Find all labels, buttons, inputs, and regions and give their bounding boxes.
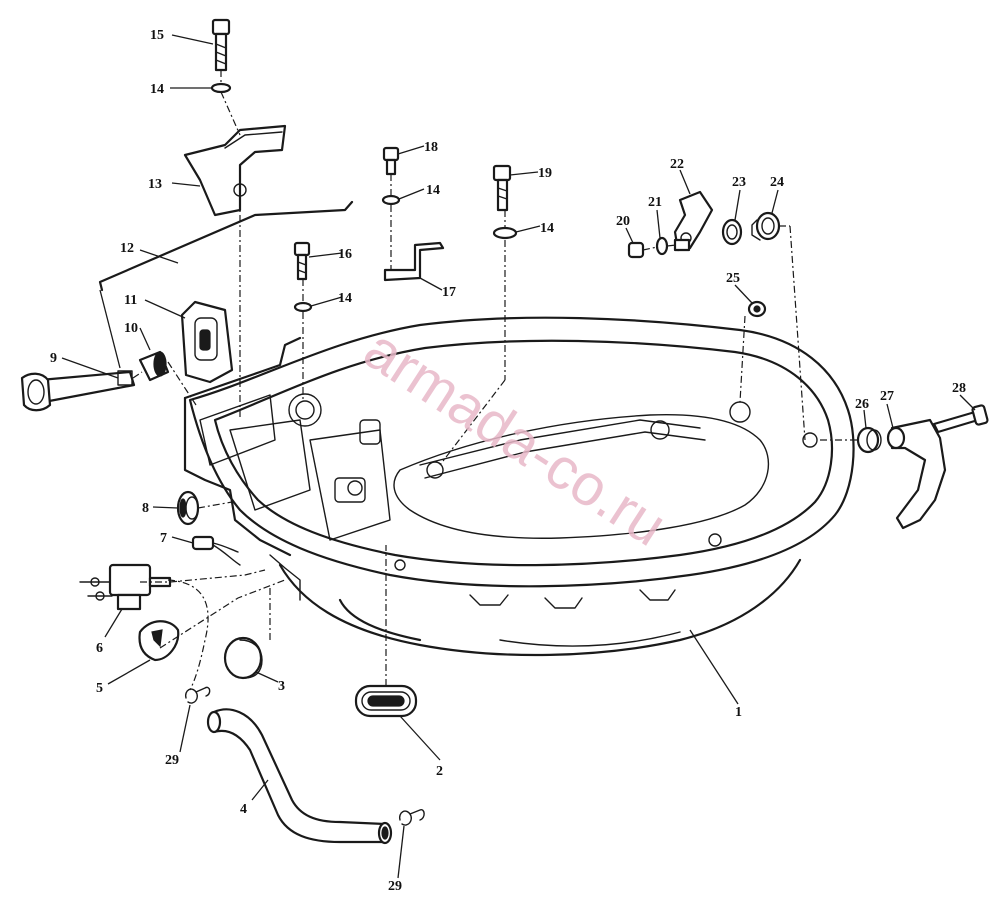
callout-labels: 1 2 3 4 5 6 7 8 9 10 11 12 13 14 14 14 1… xyxy=(50,28,966,894)
washer-part-14-b xyxy=(381,194,401,206)
latch-part-22 xyxy=(673,190,714,252)
bolt-part-15 xyxy=(211,18,231,72)
washer-part-14-d xyxy=(492,226,518,240)
callout-9: 9 xyxy=(50,351,57,366)
callout-5: 5 xyxy=(96,681,103,696)
callout-19: 19 xyxy=(538,166,552,181)
bracket-part-13 xyxy=(183,124,287,217)
nut-part-25 xyxy=(747,300,767,318)
washer-part-14-c xyxy=(293,301,313,313)
assembly-lines xyxy=(132,70,858,691)
callout-4: 4 xyxy=(240,802,247,817)
bolt-part-18 xyxy=(382,146,400,176)
bolt-part-19 xyxy=(492,164,512,212)
callout-23: 23 xyxy=(732,175,746,190)
watermark: armada-co.ru xyxy=(353,316,678,558)
bushing-part-26 xyxy=(856,426,882,454)
nut-part-20 xyxy=(627,241,645,259)
plug-part-3 xyxy=(223,636,263,680)
callout-8: 8 xyxy=(142,501,149,516)
callout-20: 20 xyxy=(616,214,630,229)
sensor-part-7 xyxy=(191,535,241,566)
callout-15: 15 xyxy=(150,28,164,43)
leader-lines xyxy=(61,34,976,879)
callout-22: 22 xyxy=(670,157,684,172)
callout-6: 6 xyxy=(96,641,103,656)
handle-part-9 xyxy=(20,370,136,412)
callout-29-b: 29 xyxy=(388,879,402,894)
callout-1: 1 xyxy=(735,705,742,720)
callout-28: 28 xyxy=(952,381,966,396)
callout-7: 7 xyxy=(160,531,167,546)
callout-24: 24 xyxy=(770,175,784,190)
callout-12: 12 xyxy=(120,241,134,256)
callout-14-c: 14 xyxy=(338,291,352,306)
bolt-part-28 xyxy=(932,404,989,434)
bracket-part-17 xyxy=(383,241,445,282)
callout-25: 25 xyxy=(726,271,740,286)
callout-3: 3 xyxy=(278,679,285,694)
callout-11: 11 xyxy=(124,293,137,308)
lever-part-27 xyxy=(886,418,947,530)
lower-cowling-part-1 xyxy=(183,316,855,657)
callout-13: 13 xyxy=(148,177,162,192)
seal-part-2 xyxy=(354,684,418,718)
callout-10: 10 xyxy=(124,321,138,336)
callout-14-b: 14 xyxy=(426,183,440,198)
clip-part-29-b xyxy=(398,809,425,826)
bracket-part-11 xyxy=(180,300,234,384)
bolt-part-16 xyxy=(293,241,311,281)
washer-part-14-a xyxy=(210,82,232,94)
grommet-part-8 xyxy=(176,490,200,526)
o-ring-part-23 xyxy=(721,218,743,246)
callout-27: 27 xyxy=(880,389,894,404)
bushing-part-24 xyxy=(751,211,781,241)
callout-18: 18 xyxy=(424,140,438,155)
clip-part-29-a xyxy=(184,686,211,704)
callout-16: 16 xyxy=(338,247,352,262)
callout-14-d: 14 xyxy=(540,221,554,236)
callout-29-a: 29 xyxy=(165,753,179,768)
callout-21: 21 xyxy=(648,195,662,210)
hose-part-4 xyxy=(206,708,393,845)
grommet-part-5 xyxy=(138,620,180,662)
callout-26: 26 xyxy=(855,397,869,412)
valve-part-6 xyxy=(79,563,172,611)
callout-14-a: 14 xyxy=(150,82,164,97)
callout-2: 2 xyxy=(436,764,443,779)
washer-part-21 xyxy=(655,236,669,256)
rod-part-12 xyxy=(98,200,354,292)
callout-17: 17 xyxy=(442,285,456,300)
grommet-part-10 xyxy=(138,350,170,382)
